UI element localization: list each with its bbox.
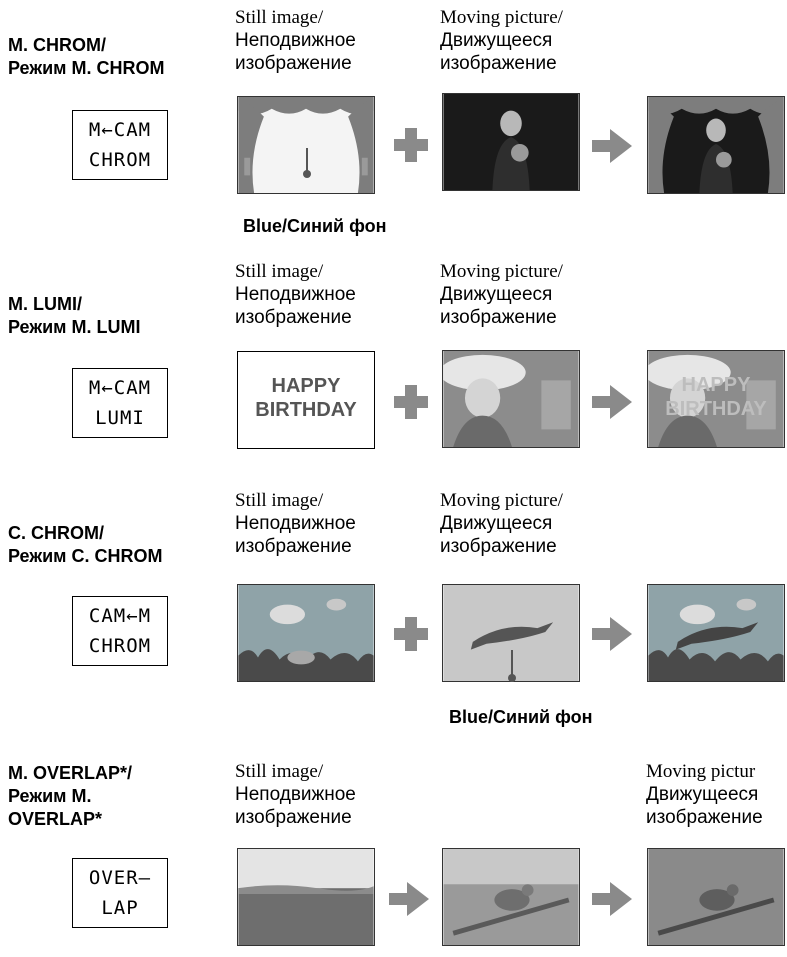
still-caption-ru: Неподвижное изображение: [235, 284, 356, 328]
section-c-chrom: C. CHROM/ Режим C. CHROM CAM←M CHROM Sti…: [0, 484, 787, 729]
lcd-display: M←CAM CHROM: [72, 110, 168, 180]
lcd-display: CAM←M CHROM: [72, 596, 168, 666]
result-image: HAPPY BIRTHDAY: [647, 350, 785, 448]
plus-icon: [394, 617, 428, 651]
arrow-icon: [592, 882, 632, 916]
still-caption-en: Still image/: [235, 7, 324, 28]
still-image-text: HAPPY BIRTHDAY: [237, 351, 375, 449]
result-image: [647, 848, 785, 946]
moving-caption: Moving pictur Движущееся изображение: [646, 760, 787, 829]
lcd-display: OVER– LAP: [72, 858, 168, 928]
still-caption: Still image/ Неподвижное изображение: [235, 6, 395, 75]
moving-caption-ru: Движущееся изображение: [440, 30, 557, 74]
blue-pointer: [508, 650, 516, 682]
still-caption-en: Still image/: [235, 261, 324, 282]
mode-title: M. LUMI/ Режим M. LUMI: [8, 294, 141, 337]
happy-birthday-overlay: HAPPY BIRTHDAY: [665, 374, 767, 420]
section-m-overlap: M. OVERLAP*/ Режим M. OVERLAP* OVER– LAP…: [0, 738, 787, 957]
lcd-display: M←CAM LUMI: [72, 368, 168, 438]
still-image-field: [237, 848, 375, 946]
arrow-icon: [389, 882, 429, 916]
moving-caption: Moving picture/ Движущееся изображение: [440, 260, 590, 329]
plus-icon: [394, 385, 428, 419]
still-caption: Still image/ Неподвижное изображение: [235, 489, 395, 558]
still-caption-ru: Неподвижное изображение: [235, 513, 356, 557]
moving-caption: Moving picture/ Движущееся изображение: [440, 6, 590, 75]
still-caption-ru: Неподвижное изображение: [235, 784, 356, 828]
moving-caption-en: Moving picture/: [440, 7, 563, 28]
result-image: [647, 584, 785, 682]
result-image: [647, 96, 785, 194]
moving-image-singer: [442, 93, 580, 191]
blue-pointer: [303, 148, 311, 178]
mode-title: M. OVERLAP*/ Режим M. OVERLAP*: [8, 763, 133, 829]
still-caption-en: Still image/: [235, 761, 324, 782]
section-m-lumi: M. LUMI/ Режим M. LUMI M←CAM LUMI Still …: [0, 255, 787, 475]
still-caption: Still image/ Неподвижное изображение: [235, 760, 395, 829]
mode-title: M. CHROM/ Режим M. CHROM: [8, 35, 165, 78]
still-caption-en: Still image/: [235, 490, 324, 511]
moving-image-girl: [442, 350, 580, 448]
still-caption: Still image/ Неподвижное изображение: [235, 260, 395, 329]
arrow-icon: [592, 385, 632, 419]
transition-image: [442, 848, 580, 946]
arrow-icon: [592, 617, 632, 651]
moving-caption-en: Moving picture/: [440, 261, 563, 282]
moving-caption-ru: Движущееся изображение: [440, 513, 557, 557]
moving-caption-en: Moving picture/: [440, 490, 563, 511]
arrow-icon: [592, 129, 632, 163]
moving-caption-ru: Движущееся изображение: [440, 284, 557, 328]
still-image-curtain: [237, 96, 375, 194]
moving-caption-en: Moving pictur: [646, 761, 756, 782]
happy-birthday-text: HAPPY BIRTHDAY: [255, 375, 357, 421]
moving-caption: Moving picture/ Движущееся изображение: [440, 489, 590, 558]
still-caption-ru: Неподвижное изображение: [235, 30, 356, 74]
blue-background-label: Blue/Синий фон: [243, 216, 387, 236]
mode-title: C. CHROM/ Режим C. CHROM: [8, 523, 163, 566]
plus-icon: [394, 128, 428, 162]
moving-caption-ru: Движущееся изображение: [646, 784, 763, 828]
section-m-chrom: M. CHROM/ Режим M. CHROM M←CAM CHROM Sti…: [0, 0, 787, 245]
blue-background-label: Blue/Синий фон: [449, 707, 593, 727]
still-image-aquarium: [237, 584, 375, 682]
